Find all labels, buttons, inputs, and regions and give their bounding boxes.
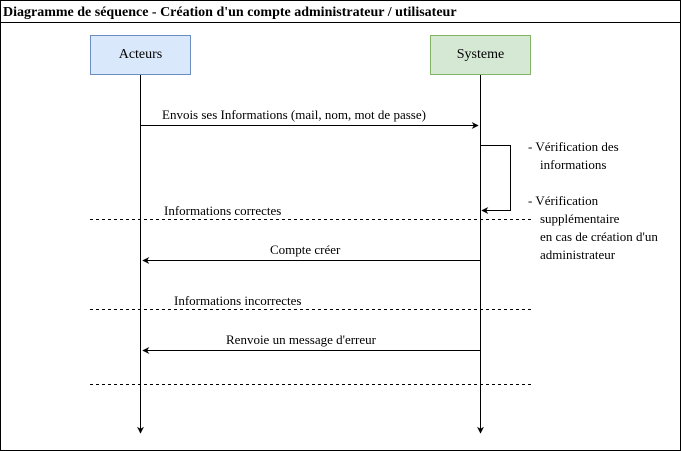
extra-verification-line-4: administrateur <box>540 247 616 262</box>
system-label: Systeme <box>456 47 505 62</box>
system-participant: Systeme <box>430 35 531 75</box>
diagram-title: Diagramme de séquence - Création d'un co… <box>3 5 457 20</box>
separator-correct-label: Informations correctes <box>164 203 282 218</box>
verification-note-line-2: informations <box>540 157 607 172</box>
actor-participant: Acteurs <box>90 35 191 75</box>
verification-note-line-1: - Vérification des <box>528 139 619 154</box>
extra-verification-line-2: supplémentaire <box>540 211 620 226</box>
extra-verification-line-3: en cas de création d'un <box>540 229 658 244</box>
extra-verification-line-1: - Vérification <box>528 193 599 208</box>
send-info-label: Envois ses Informations (mail, nom, mot … <box>162 107 426 122</box>
title-bar: Diagramme de séquence - Création d'un co… <box>0 0 680 23</box>
separator-incorrect-label: Informations incorrectes <box>174 293 302 308</box>
self-verification-arrow <box>480 145 511 214</box>
error-message-label: Renvoie un message d'erreur <box>226 332 376 347</box>
actor-label: Acteurs <box>118 47 163 62</box>
account-created-label: Compte créer <box>270 242 341 257</box>
